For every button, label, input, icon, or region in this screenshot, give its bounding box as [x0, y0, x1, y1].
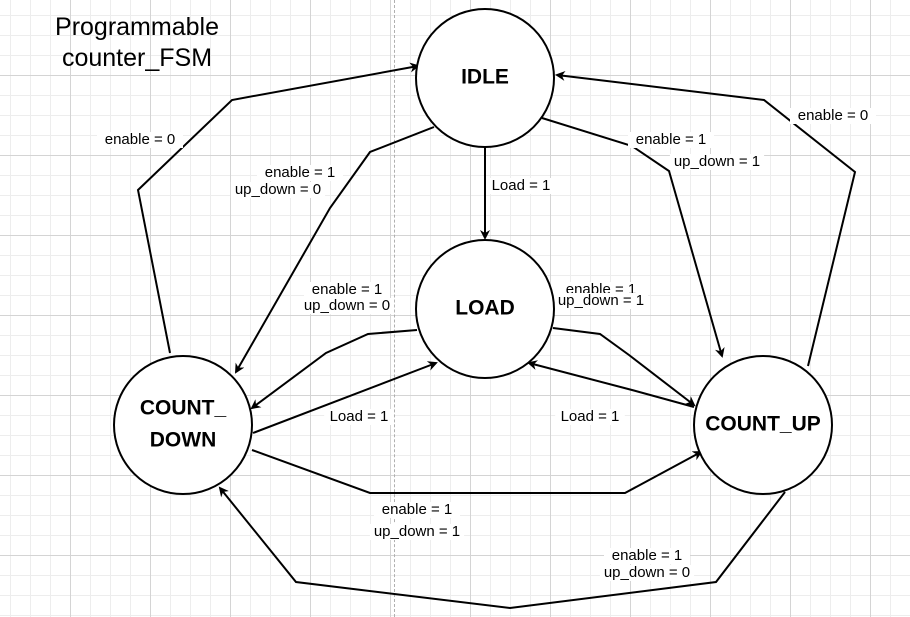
- state-label: IDLE: [461, 66, 509, 89]
- transition-arrow: [136, 62, 420, 354]
- transition-count_down-to-count_up: enable = 1 up_down = 1: [251, 449, 703, 540]
- transition-label: up_down = 0: [235, 181, 321, 198]
- transition-label: enable = 1: [265, 164, 335, 181]
- state-label: DOWN: [150, 429, 217, 452]
- transition-arrow: [218, 486, 786, 610]
- state-label: LOAD: [455, 297, 515, 320]
- transition-count_down-to-idle: enable = 0: [97, 62, 420, 354]
- transition-idle-to-load: Load = 1: [480, 147, 556, 240]
- transition-count_up-to-idle: enable = 0: [555, 70, 876, 367]
- transition-label-bg: [604, 548, 690, 564]
- state-label: COUNT_UP: [705, 413, 821, 436]
- transition-label: up_down = 1: [674, 153, 760, 170]
- transition-label: Load = 1: [330, 408, 389, 425]
- transition-label-bg: [553, 293, 649, 309]
- transition-label: enable = 0: [105, 131, 175, 148]
- transition-label-bg: [555, 409, 625, 425]
- transition-arrow: [252, 361, 438, 434]
- transition-label-bg: [324, 409, 394, 425]
- transition-idle-to-count_up: enable = 1 up_down = 1: [541, 117, 765, 358]
- state-circle: [415, 8, 555, 148]
- transition-label: enable = 1: [382, 501, 452, 518]
- transition-label-bg: [299, 298, 395, 314]
- transition-label-bg: [97, 132, 183, 148]
- transition-label-bg: [230, 182, 326, 198]
- transition-idle-to-count_down: enable = 1up_down = 0: [230, 126, 435, 374]
- transition-count_up-to-load: Load = 1: [527, 360, 695, 425]
- transition-arrow: [250, 329, 418, 410]
- diagram-title-line: Programmable: [55, 13, 219, 41]
- diagram-title: Programmable counter_FSM: [22, 12, 252, 74]
- transition-label-bg: [669, 154, 765, 170]
- transition-arrow: [251, 449, 703, 494]
- transition-label: up_down = 1: [374, 523, 460, 540]
- transition-load-to-count_up: enable = 1up_down = 1: [552, 281, 696, 407]
- transition-label: enable = 1: [612, 547, 682, 564]
- transition-label: enable = 1: [636, 131, 706, 148]
- state-load: LOAD: [415, 239, 555, 379]
- state-idle: IDLE: [415, 8, 555, 148]
- state-circle: [693, 355, 833, 495]
- transition-label-bg: [369, 524, 465, 540]
- transition-label-bg: [599, 565, 695, 581]
- transition-label-bg: [486, 178, 556, 194]
- state-circle: [415, 239, 555, 379]
- transition-label: up_down = 1: [558, 292, 644, 309]
- transition-label: up_down = 0: [304, 297, 390, 314]
- transition-label-bg: [304, 282, 390, 298]
- transition-arrow: [552, 327, 696, 407]
- diagram-title-line: counter_FSM: [61, 44, 213, 72]
- transition-label-bg: [790, 108, 876, 124]
- transition-label: up_down = 0: [604, 564, 690, 581]
- transition-label: Load = 1: [561, 408, 620, 425]
- transition-label-bg: [374, 502, 460, 518]
- state-label: COUNT_: [140, 397, 227, 420]
- transition-arrow: [555, 70, 857, 367]
- transition-count_up-to-count_down: enable = 1up_down = 0: [218, 486, 786, 610]
- transition-arrow: [235, 126, 435, 374]
- transition-label: enable = 0: [798, 107, 868, 124]
- state-count_up: COUNT_UP: [693, 355, 833, 495]
- transition-load-to-count_down: enable = 1up_down = 0: [250, 281, 418, 410]
- transition-count_down-to-load: Load = 1: [252, 361, 438, 434]
- transition-label: Load = 1: [492, 177, 551, 194]
- transition-arrow: [541, 117, 725, 358]
- vertical-guide-line: [394, 0, 395, 617]
- transition-label: enable = 1: [312, 281, 382, 298]
- state-circle: [113, 355, 253, 495]
- state-count_down: COUNT_ DOWN: [113, 355, 253, 495]
- transition-label-bg: [628, 132, 714, 148]
- transition-arrow: [527, 360, 695, 408]
- transition-label-bg: [257, 165, 343, 181]
